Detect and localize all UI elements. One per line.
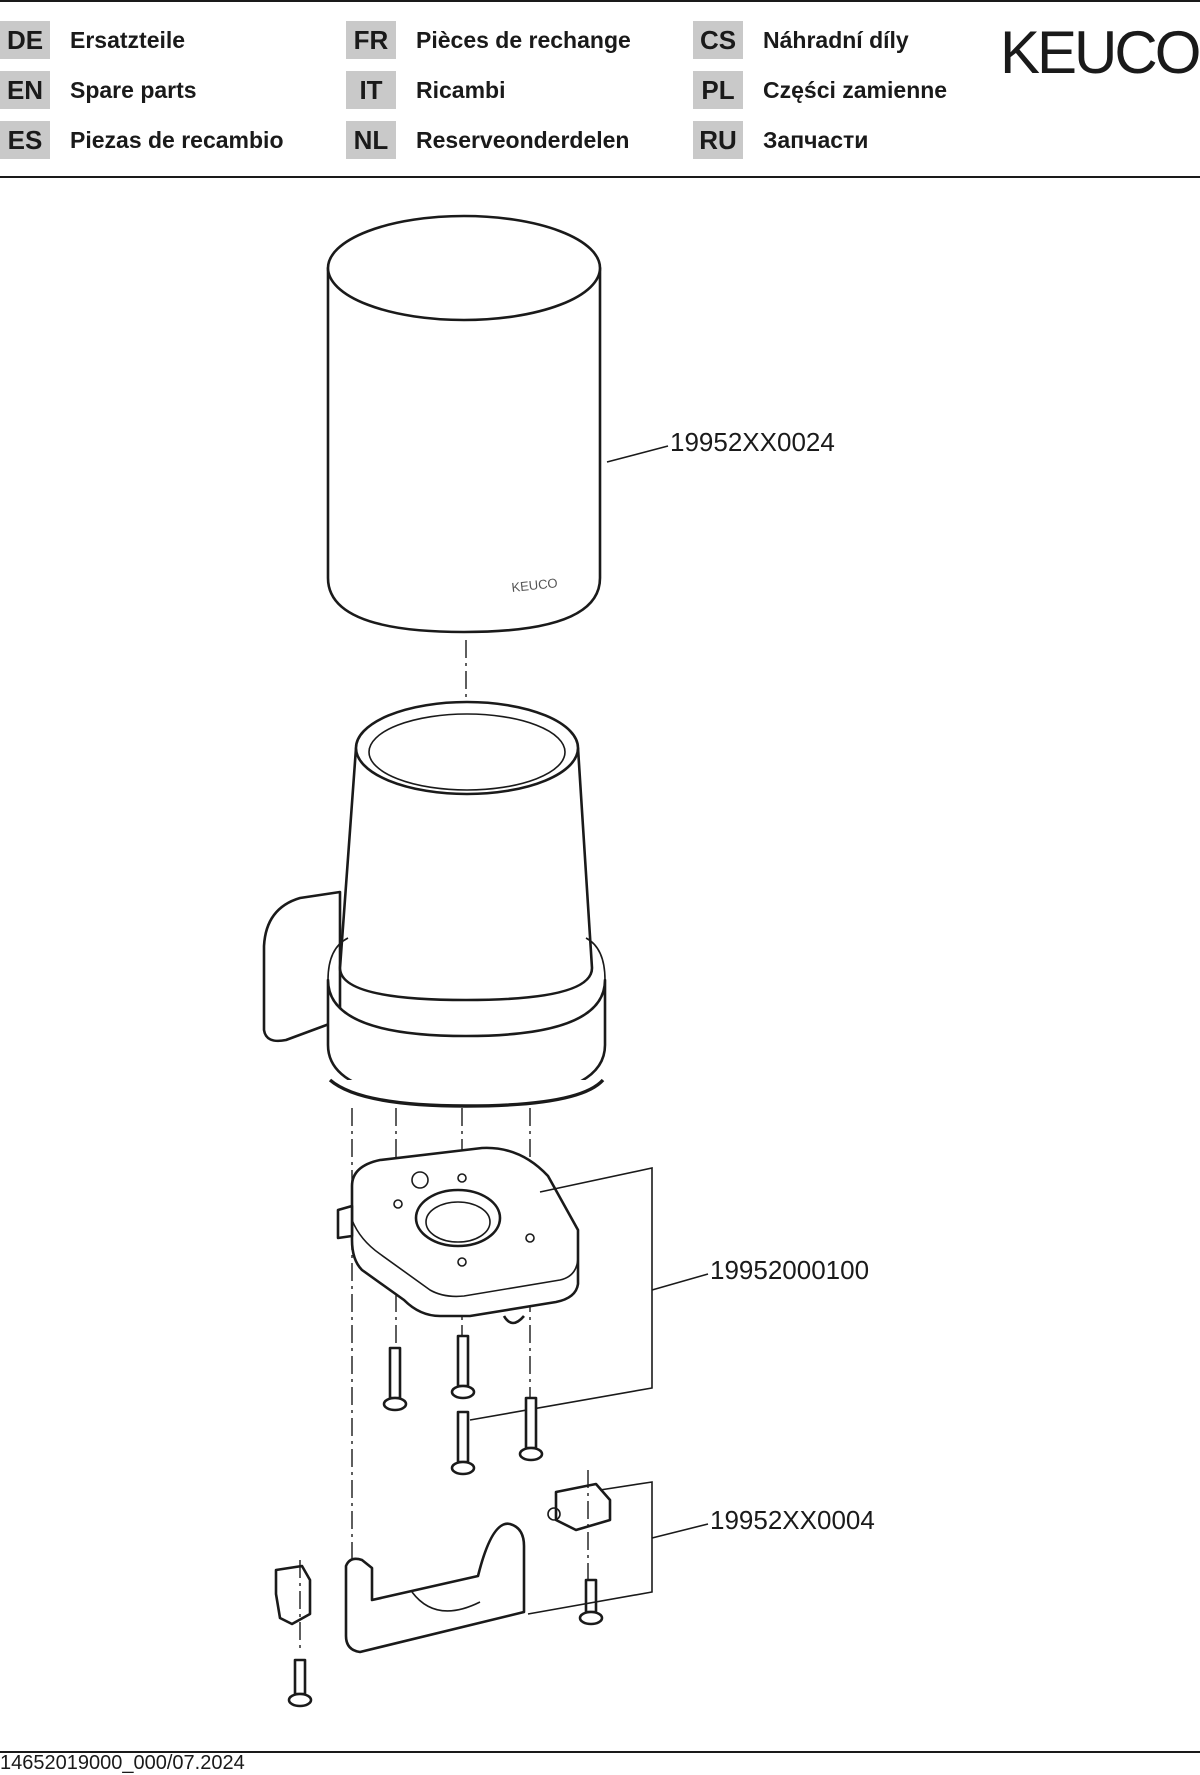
- cover-logo: KEUCO: [511, 575, 559, 595]
- lang-code: ES: [0, 121, 50, 159]
- screws: [287, 1334, 604, 1708]
- wall-bracket: [274, 1482, 612, 1654]
- document-number: 14652019000_000/07.2024: [0, 1752, 245, 1774]
- part-number-bracket: 19952XX0004: [710, 1505, 875, 1535]
- cover-cylinder: KEUCO: [326, 214, 602, 634]
- lang-label: Запчасти: [763, 126, 869, 153]
- mounting-plate: [336, 1146, 580, 1325]
- lang-label: Piezas de recambio: [70, 126, 284, 153]
- lang-code: CS: [693, 21, 743, 59]
- lang-row-ru: RU Запчасти: [693, 120, 868, 160]
- keuco-logo: KEUCO: [1000, 19, 1200, 86]
- lang-label: Náhradní díly: [763, 26, 909, 53]
- lang-row-pl: PL Części zamienne: [693, 70, 947, 110]
- lang-row-en: EN Spare parts: [0, 70, 197, 110]
- lang-code: DE: [0, 21, 50, 59]
- lang-code: PL: [693, 71, 743, 109]
- lang-row-cs: CS Náhradní díly: [693, 20, 909, 60]
- lang-code: IT: [346, 71, 396, 109]
- top-rule: [0, 0, 1200, 2]
- lang-row-de: DE Ersatzteile: [0, 20, 185, 60]
- lang-code: FR: [346, 21, 396, 59]
- lang-code: RU: [693, 121, 743, 159]
- lang-code: EN: [0, 71, 50, 109]
- dispenser-body: [262, 700, 607, 1108]
- lang-label: Spare parts: [70, 76, 197, 103]
- lang-label: Ersatzteile: [70, 26, 186, 53]
- lang-row-es: ES Piezas de recambio: [0, 120, 284, 160]
- lang-label: Części zamienne: [763, 76, 948, 103]
- lang-row-fr: FR Pièces de rechange: [346, 20, 631, 60]
- footer-rule: [0, 1751, 1200, 1753]
- lang-label: Pièces de rechange: [416, 26, 631, 53]
- part-number-plate: 19952000100: [710, 1255, 869, 1285]
- header-rule: [0, 176, 1200, 178]
- lang-code: NL: [346, 121, 396, 159]
- exploded-view-diagram: KEUCO 19952XX0024 19952000100: [262, 214, 875, 1708]
- lang-row-nl: NL Reserveonderdelen: [346, 120, 629, 160]
- part-number-cover: 19952XX0024: [670, 427, 835, 457]
- lang-row-it: IT Ricambi: [346, 70, 505, 110]
- lang-label: Reserveonderdelen: [416, 126, 630, 153]
- lang-label: Ricambi: [416, 76, 506, 103]
